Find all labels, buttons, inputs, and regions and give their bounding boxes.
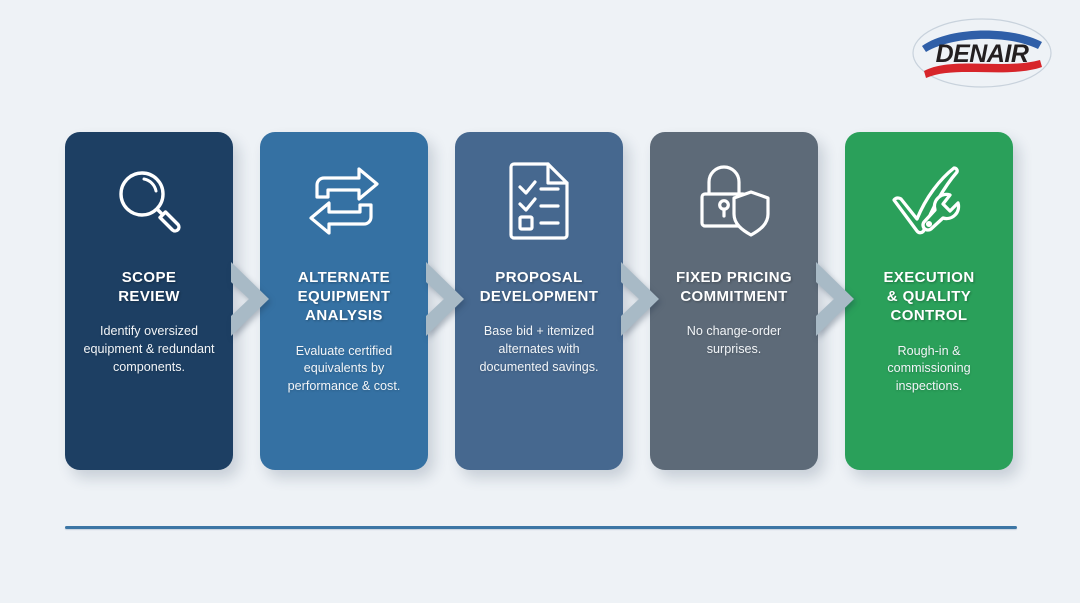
denair-wordmark: DENAIR	[936, 40, 1029, 68]
lock-shield-icon	[694, 158, 774, 244]
step-description: Base bid + itemized alternates with docu…	[479, 324, 599, 375]
step-title: EXECUTION & QUALITY CONTROL	[883, 269, 975, 325]
step-description: Evaluate certified equivalents by perfor…	[287, 343, 401, 394]
step-card-fixed-pricing-commitment[interactable]: FIXED PRICING COMMITMENT No change-order…	[650, 132, 818, 470]
denair-logo: DENAIR	[912, 16, 1052, 90]
step-description: Rough-in & commissioning inspections.	[887, 343, 971, 394]
process-flow: SCOPE REVIEW Identify oversized equipmen…	[65, 132, 1020, 472]
check-wrench-icon	[888, 158, 970, 244]
checklist-document-icon	[506, 158, 572, 244]
step-title: SCOPE REVIEW	[118, 269, 180, 306]
step-title: FIXED PRICING COMMITMENT	[675, 269, 793, 306]
magnifier-icon	[111, 158, 187, 244]
chevron-right-icon-1	[229, 260, 273, 338]
chevron-right-icon-2	[424, 260, 468, 338]
exchange-arrows-icon	[304, 158, 384, 244]
chevron-right-icon-3	[619, 260, 663, 338]
step-card-execution-quality-control[interactable]: EXECUTION & QUALITY CONTROL Rough-in & c…	[845, 132, 1013, 470]
step-description: Identify oversized equipment & redundant…	[83, 324, 215, 375]
denair-logo-icon: DENAIR	[912, 18, 1052, 88]
step-card-alternate-equipment-analysis[interactable]: ALTERNATE EQUIPMENT ANALYSIS Evaluate ce…	[260, 132, 428, 470]
chevron-right-icon-4	[814, 260, 858, 338]
step-card-scope-review[interactable]: SCOPE REVIEW Identify oversized equipmen…	[65, 132, 233, 470]
step-card-proposal-development[interactable]: PROPOSAL DEVELOPMENT Base bid + itemized…	[455, 132, 623, 470]
step-title: PROPOSAL DEVELOPMENT	[479, 269, 599, 306]
step-title: ALTERNATE EQUIPMENT ANALYSIS	[297, 269, 391, 325]
step-description: No change-order surprises.	[686, 324, 782, 357]
bottom-divider	[65, 526, 1017, 529]
